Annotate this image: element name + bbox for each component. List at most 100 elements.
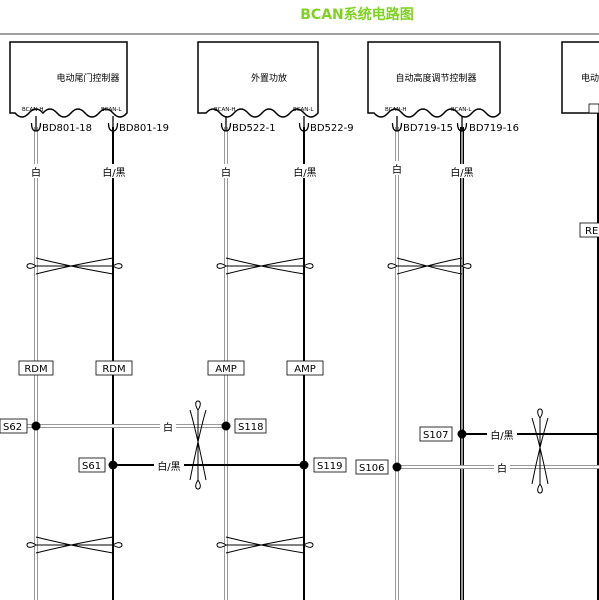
ecu-tailgate-controller: 电动尾门控制器 BCAN-H BCAN-L <box>9 41 128 118</box>
splice-tag <box>234 418 267 434</box>
ecu-external-amplifier: 外置功放 BCAN-H BCAN-L <box>197 41 319 118</box>
twisted-pair-icon <box>216 263 314 269</box>
ecu-box <box>367 41 501 118</box>
wire-color-label: 白/黑 <box>157 460 180 473</box>
connector-labels: BD801-18 BD801-19 BD522-1 BD522-9 BD719-… <box>42 123 519 134</box>
twisted-pair-icon <box>396 257 463 275</box>
harness-tags: RDM RDM AMP AMP <box>18 360 324 376</box>
pin-marker <box>588 103 599 114</box>
harness-tag <box>207 360 245 376</box>
twisted-pair-icon <box>195 400 201 490</box>
connector-label: BD801-19 <box>119 123 169 134</box>
twisted-pair-symbols <box>26 257 472 554</box>
twisted-pair-icon <box>35 257 114 275</box>
pin-label-l: BCAN-L <box>293 107 314 113</box>
wire-color-label: 白 <box>221 166 231 179</box>
harness-tag-label: RDM <box>102 364 125 375</box>
twisted-pair-icon <box>35 536 114 554</box>
connector-label: BD801-18 <box>42 123 92 134</box>
splice-label: S119 <box>317 461 342 472</box>
twisted-pair-icon <box>26 542 123 548</box>
twisted-pair-icon <box>216 542 314 548</box>
harness-tag-label: RDM <box>24 364 47 375</box>
twisted-pair-icon <box>387 263 472 269</box>
wire-color-label: 白 <box>163 421 173 434</box>
ecu-name: 电动 <box>581 72 599 84</box>
twisted-pair-icon <box>225 536 305 554</box>
splice-dot <box>392 462 402 472</box>
twisted-pair-icon <box>531 417 549 485</box>
wire-color-label: 白/黑 <box>102 166 125 179</box>
connector-label: BD522-9 <box>310 123 354 134</box>
splice-labels: S62 S118 S61 S119 S107 S106 <box>0 418 453 475</box>
ecu-box <box>9 41 128 118</box>
harness-tag-label: AMP <box>215 364 237 375</box>
splice-twist-symbols <box>189 400 549 494</box>
ecu-name: 自动高度调节控制器 <box>395 72 476 84</box>
twisted-pair-icon <box>537 408 543 494</box>
twisted-pair-icon <box>26 263 123 269</box>
wire-color-label: 白 <box>497 462 507 475</box>
splice-label: S107 <box>423 430 448 441</box>
splice-label: S61 <box>82 461 101 472</box>
jumper-color-labels: 白 白/黑 白/黑 白 <box>154 419 517 475</box>
splice-tag <box>419 426 453 442</box>
splice-label: S62 <box>3 422 22 433</box>
splice-tag <box>355 459 389 475</box>
splice-tag <box>0 418 28 434</box>
ecu-box <box>561 41 599 114</box>
wire-color-label: 白/黑 <box>293 166 316 179</box>
ecu-name: 外置功放 <box>251 72 287 84</box>
ecu-height-controller: 自动高度调节控制器 BCAN-H BCAN-L <box>367 41 501 118</box>
twisted-pair-icon <box>35 536 114 554</box>
terminal-icon <box>391 116 403 132</box>
harness-tag-label: RE <box>585 226 598 237</box>
splice-dot <box>31 421 41 431</box>
splice-tag <box>78 457 106 473</box>
terminal-icon <box>220 116 232 132</box>
splice-label: S118 <box>238 422 263 433</box>
pin-terminals <box>30 116 468 132</box>
terminal-icon <box>30 116 42 132</box>
wire-color-label: 白 <box>31 166 41 179</box>
terminal-icon <box>298 116 310 132</box>
wire-color-label: 白/黑 <box>490 429 513 442</box>
twisted-pair-icon <box>225 257 305 275</box>
terminal-icon <box>107 116 119 132</box>
twisted-pair-icon <box>225 536 305 554</box>
pin-label-h: BCAN-H <box>214 107 236 113</box>
splice-dot <box>221 421 231 431</box>
splice-dot <box>299 460 309 470</box>
connector-label: BD719-16 <box>469 123 519 134</box>
twisted-pair-icon <box>189 409 207 481</box>
harness-tag <box>95 360 133 376</box>
terminal-icon <box>456 116 468 132</box>
harness-tag-label: AMP <box>294 364 316 375</box>
splice-dot <box>457 429 467 439</box>
l-wires <box>112 113 599 600</box>
harness-tag <box>286 360 324 376</box>
wire-color-label: 白/黑 <box>450 166 473 179</box>
ecu-partial: 电动 <box>561 41 599 114</box>
twisted-pair-icon <box>35 257 114 275</box>
connector-label: BD719-15 <box>403 123 453 134</box>
harness-tag <box>18 360 54 376</box>
wire-color-labels: 白 白/黑 白 白/黑 白 白/黑 <box>30 161 476 179</box>
connector-label: BD522-1 <box>232 123 276 134</box>
wire-color-label: 白 <box>392 163 402 176</box>
twisted-pair-icon <box>396 257 463 275</box>
ecu-box <box>197 41 319 118</box>
twisted-pair-icon <box>225 257 305 275</box>
pin-label-l: BCAN-L <box>451 107 472 113</box>
splice-points <box>31 421 467 472</box>
harness-tag <box>579 222 599 238</box>
pin-label-h: BCAN-H <box>22 107 44 113</box>
twisted-pair-icon <box>531 417 549 485</box>
pin-label-h: BCAN-H <box>385 107 407 113</box>
twisted-pair-icon <box>189 409 207 481</box>
splice-dot <box>108 460 118 470</box>
splice-label: S106 <box>359 463 384 474</box>
ecu-name: 电动尾门控制器 <box>56 72 119 84</box>
pin-label-l: BCAN-L <box>101 107 122 113</box>
